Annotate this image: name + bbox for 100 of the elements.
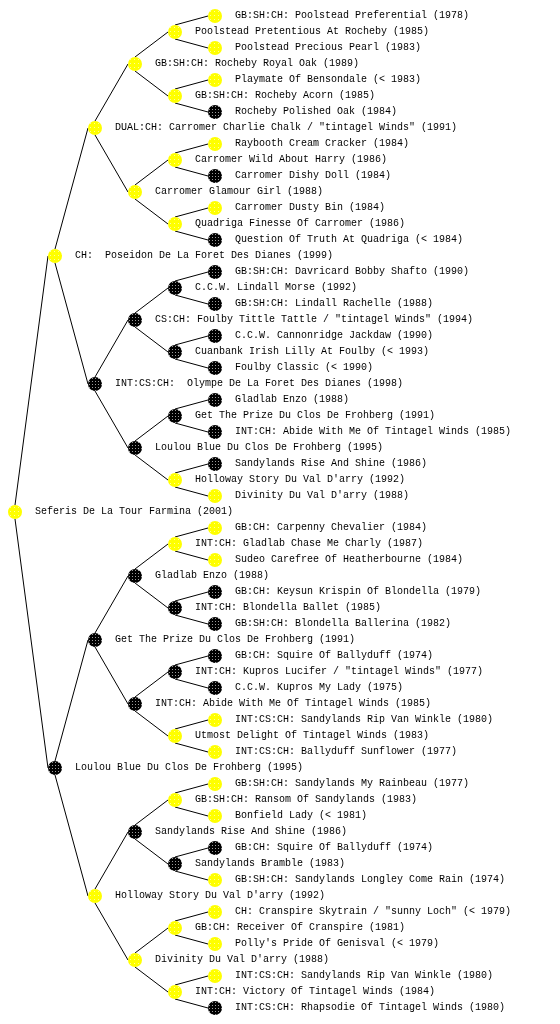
- pedigree-name: GB:SH:CH: Blondella Ballerina (1982): [235, 618, 452, 630]
- pedigree-name: GB:SH:CH: Poolstead Preferential (1978): [235, 10, 470, 22]
- pedigree-name: Divinity Du Val D'arry (1988): [235, 490, 410, 502]
- pedigree-name: Rocheby Polished Oak (1984): [235, 106, 398, 118]
- pedigree-name: Sandylands Rise And Shine (1986): [235, 458, 428, 470]
- pedigree-name: INT:CS:CH: Sandylands Rip Van Winkle (1980): [235, 714, 494, 726]
- pedigree-name: GB:SH:CH: Lindall Rachelle (1988): [235, 298, 434, 310]
- pedigree-name: Bonfield Lady (< 1981): [235, 810, 368, 822]
- pedigree-name: Seferis De La Tour Farmina (2001): [35, 506, 234, 518]
- connector-line: [54, 639, 89, 762]
- connector-line: [174, 527, 209, 538]
- connector-line: [54, 127, 89, 250]
- pedigree-name: Sandylands Rise And Shine (1986): [155, 826, 348, 838]
- pedigree-name: GB:CH: Keysun Krispin Of Blondella (1979): [235, 586, 482, 598]
- pedigree-name: Polly's Pride Of Genisval (< 1979): [235, 938, 440, 950]
- pedigree-name: GB:SH:CH: Ransom Of Sandylands (1983): [195, 794, 418, 806]
- connector-line: [94, 575, 129, 634]
- pedigree-name: GB:SH:CH: Rocheby Acorn (1985): [195, 90, 376, 102]
- connector-line: [174, 870, 209, 881]
- pedigree-name: GB:CH: Carpenny Chevalier (1984): [235, 522, 428, 534]
- connector-line: [94, 902, 129, 961]
- connector-line: [134, 838, 169, 865]
- connector-line: [174, 614, 209, 625]
- connector-line: [174, 655, 209, 666]
- connector-line: [174, 783, 209, 794]
- pedigree-name: Quadriga Finesse Of Carromer (1986): [195, 218, 406, 230]
- pedigree-name: Carromer Dishy Doll (1984): [235, 170, 392, 182]
- pedigree-name: Cuanbank Irish Lilly At Foulby (< 1993): [195, 346, 430, 358]
- pedigree-name: Loulou Blue Du Clos De Frohberg (1995): [155, 442, 384, 454]
- pedigree-name: INT:CS:CH: Sandylands Rip Van Winkle (1980): [235, 970, 494, 982]
- connector-line: [94, 63, 129, 122]
- pedigree-name: CH: Poseidon De La Foret Des Dianes (1999): [75, 250, 334, 262]
- pedigree-name: GB:SH:CH: Davricard Bobby Shafto (1990): [235, 266, 470, 278]
- pedigree-name: GB:SH:CH: Sandylands Longley Come Rain (1974): [235, 874, 506, 886]
- pedigree-name: Raybooth Cream Cracker (1984): [235, 138, 410, 150]
- pedigree-name: Sandylands Bramble (1983): [195, 858, 346, 870]
- pedigree-name: CH: Cranspire Skytrain / "sunny Loch" (< 1979): [235, 906, 512, 918]
- pedigree-name: Sudeo Carefree Of Heatherbourne (1984): [235, 554, 464, 566]
- pedigree-name: GB:CH: Squire Of Ballyduff (1974): [235, 650, 434, 662]
- connector-line: [174, 591, 209, 602]
- connector-line: [94, 390, 129, 449]
- connector-line: [54, 774, 89, 897]
- connector-line: [134, 799, 169, 826]
- connector-line: [134, 454, 169, 481]
- connector-line: [174, 806, 209, 817]
- pedigree-name: Question Of Truth At Quadriga (< 1984): [235, 234, 464, 246]
- pedigree-name: Foulby Classic (< 1990): [235, 362, 374, 374]
- pedigree-name: Carromer Glamour Girl (1988): [155, 186, 324, 198]
- connector-line: [174, 399, 209, 410]
- pedigree-name: GB:SH:CH: Sandylands My Rainbeau (1977): [235, 778, 470, 790]
- connector-line: [94, 319, 129, 378]
- connector-line: [134, 287, 169, 314]
- connector-line: [174, 79, 209, 90]
- connector-line: [174, 975, 209, 986]
- pedigree-name: INT:CS:CH: Rhapsodie Of Tintagel Winds (1980): [235, 1002, 506, 1014]
- connector-line: [174, 166, 209, 177]
- connector-line: [14, 255, 49, 506]
- connector-line: [134, 582, 169, 609]
- pedigree-name: INT:CH: Abide With Me Of Tintagel Winds (1985): [155, 698, 432, 710]
- pedigree-name: C.C.W. Cannonridge Jackdaw (1990): [235, 330, 434, 342]
- connector-line: [134, 966, 169, 993]
- connector-line: [174, 358, 209, 369]
- pedigree-name: Get The Prize Du Clos De Frohberg (1991): [115, 634, 356, 646]
- connector-line: [174, 486, 209, 497]
- pedigree-name: INT:CH: Kupros Lucifer / "tintagel Winds" (1977): [195, 666, 484, 678]
- pedigree-name: Playmate Of Bensondale (< 1983): [235, 74, 422, 86]
- connector-line: [174, 998, 209, 1009]
- pedigree-name: Poolstead Pretentious At Rocheby (1985): [195, 26, 430, 38]
- connector-line: [174, 719, 209, 730]
- pedigree-name: GB:CH: Squire Of Ballyduff (1974): [235, 842, 434, 854]
- pedigree-name: INT:CH: Blondella Ballet (1985): [195, 602, 382, 614]
- connector-line: [134, 159, 169, 186]
- pedigree-name: Gladlab Enzo (1988): [235, 394, 350, 406]
- pedigree-name: C.C.W. Lindall Morse (1992): [195, 282, 358, 294]
- pedigree-name: INT:CS:CH: Olympe De La Foret Des Dianes (1998): [115, 378, 404, 390]
- connector-line: [174, 207, 209, 218]
- connector-line: [174, 678, 209, 689]
- connector-line: [174, 463, 209, 474]
- connector-line: [134, 31, 169, 58]
- pedigree-name: Divinity Du Val D'arry (1988): [155, 954, 330, 966]
- pedigree-name: INT:CH: Abide With Me Of Tintagel Winds (1985): [235, 426, 512, 438]
- pedigree-name: Poolstead Precious Pearl (1983): [235, 42, 422, 54]
- pedigree-name: Utmost Delight Of Tintagel Winds (1983): [195, 730, 430, 742]
- connector-line: [134, 543, 169, 570]
- pedigree-name: Carromer Dusty Bin (1984): [235, 202, 386, 214]
- connector-line: [134, 927, 169, 954]
- connector-line: [174, 934, 209, 945]
- pedigree-name: Gladlab Enzo (1988): [155, 570, 270, 582]
- connector-line: [174, 102, 209, 113]
- connector-line: [14, 518, 49, 769]
- pedigree-name: Loulou Blue Du Clos De Frohberg (1995): [75, 762, 304, 774]
- pedigree-name: Holloway Story Du Val D'arry (1992): [195, 474, 406, 486]
- connector-line: [134, 415, 169, 442]
- connector-line: [174, 742, 209, 753]
- connector-line: [134, 70, 169, 97]
- connector-line: [94, 831, 129, 890]
- connector-line: [54, 262, 89, 385]
- connector-line: [134, 198, 169, 225]
- connector-line: [174, 335, 209, 346]
- connector-line: [174, 911, 209, 922]
